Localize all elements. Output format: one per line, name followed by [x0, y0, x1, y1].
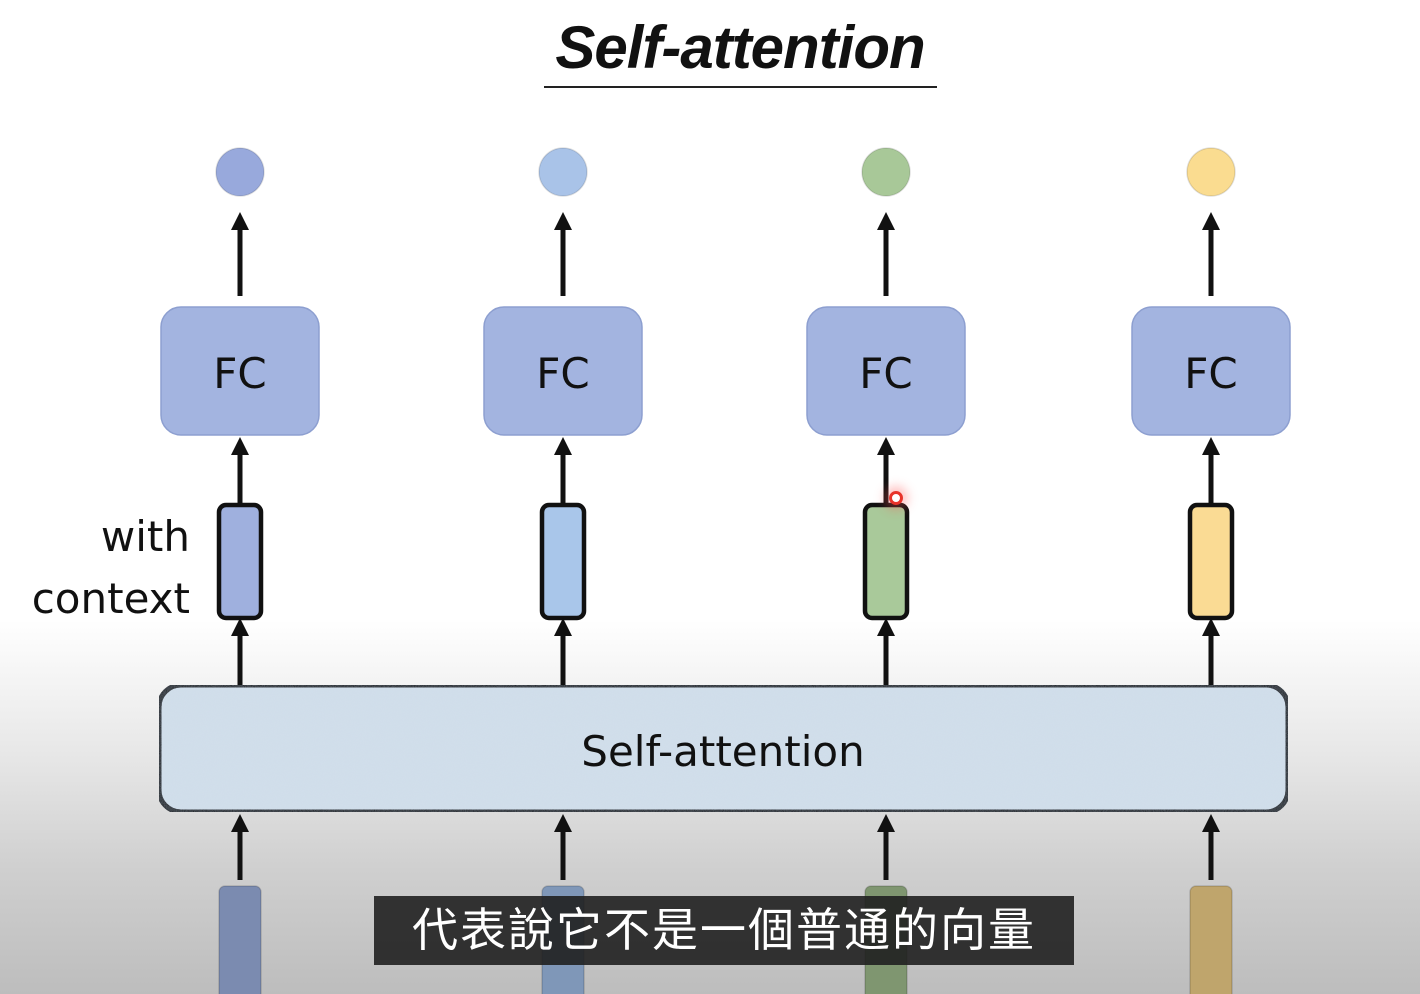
arrow-fc-to-output [554, 212, 572, 296]
arrow-context-to-fc [231, 437, 249, 505]
diagram-column-4: FC [1131, 147, 1291, 994]
arrowhead-icon [877, 618, 895, 636]
video-subtitle: 代表說它不是一個普通的向量 [374, 896, 1074, 965]
context-vector [216, 502, 264, 621]
arrow-context-to-fc [554, 437, 572, 505]
fc-label: FC [213, 349, 266, 398]
arrowhead-icon [1202, 212, 1220, 230]
with-context-label-line2: context [32, 574, 190, 623]
arrow-fc-to-output [877, 212, 895, 296]
arrow-input-to-attention [231, 814, 249, 880]
output-node [538, 147, 588, 197]
input-vector [218, 885, 262, 994]
context-vector [1187, 502, 1235, 621]
arrow-context-to-fc [877, 437, 895, 505]
arrowhead-icon [231, 437, 249, 455]
fc-layer: FC [1131, 306, 1291, 436]
arrow-attention-to-context [554, 618, 572, 685]
input-vector [1189, 885, 1233, 994]
arrowhead-icon [877, 212, 895, 230]
arrowhead-icon [554, 437, 572, 455]
arrow-input-to-attention [877, 814, 895, 880]
arrow-input-to-attention [554, 814, 572, 880]
fc-layer: FC [806, 306, 966, 436]
fc-layer: FC [483, 306, 643, 436]
arrow-attention-to-context [231, 618, 249, 685]
fc-box [483, 306, 643, 436]
fc-box [160, 306, 320, 436]
fc-label: FC [859, 349, 912, 398]
arrowhead-icon [1202, 618, 1220, 636]
arrowhead-icon [231, 814, 249, 832]
output-node [215, 147, 265, 197]
arrow-attention-to-context [877, 618, 895, 685]
arrowhead-icon [231, 212, 249, 230]
self-attention-block-rect [156, 682, 1291, 815]
arrow-fc-to-output [1202, 212, 1220, 296]
self-attention-block-label: Self-attention [581, 727, 864, 776]
context-vector [539, 502, 587, 621]
diagram-column-3: FC [806, 147, 966, 994]
arrow-attention-to-context [1202, 618, 1220, 685]
arrowhead-icon [231, 618, 249, 636]
fc-label: FC [536, 349, 589, 398]
pointer-cursor-icon [889, 491, 903, 505]
arrow-fc-to-output [231, 212, 249, 296]
output-node [1186, 147, 1236, 197]
diagram-column-2: FC [483, 147, 643, 994]
with-context-label-line1: with [101, 512, 190, 561]
arrow-input-to-attention [1202, 814, 1220, 880]
output-node [861, 147, 911, 197]
arrowhead-icon [877, 437, 895, 455]
slide-title: Self-attention [555, 14, 925, 81]
self-attention-block: Self-attention [156, 682, 1291, 815]
arrow-context-to-fc [1202, 437, 1220, 505]
arrowhead-icon [877, 814, 895, 832]
fc-label: FC [1184, 349, 1237, 398]
title-underline [544, 86, 937, 88]
arrowhead-icon [554, 814, 572, 832]
fc-box [806, 306, 966, 436]
diagram-column-1: FC [160, 147, 320, 994]
arrowhead-icon [1202, 437, 1220, 455]
fc-box [1131, 306, 1291, 436]
arrowhead-icon [554, 618, 572, 636]
context-vector [862, 502, 910, 621]
fc-layer: FC [160, 306, 320, 436]
arrowhead-icon [1202, 814, 1220, 832]
arrowhead-icon [554, 212, 572, 230]
